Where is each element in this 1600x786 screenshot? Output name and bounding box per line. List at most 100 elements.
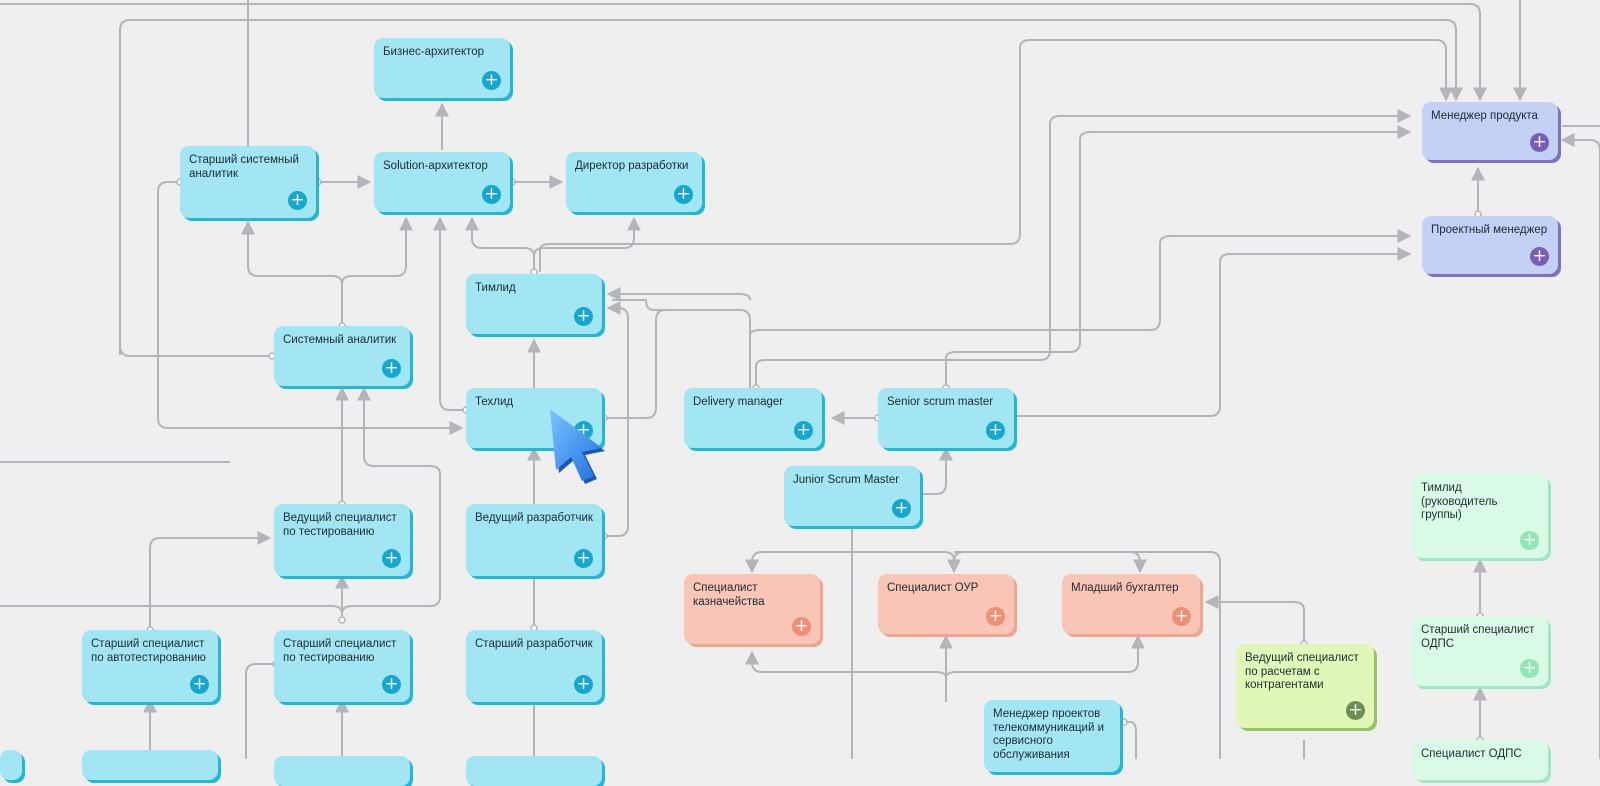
plus-icon[interactable]: + — [574, 549, 593, 568]
node-delivery-manager[interactable]: Delivery manager + — [684, 388, 822, 448]
edge — [954, 551, 1147, 574]
edge — [1204, 595, 1305, 644]
plus-icon[interactable]: + — [482, 71, 501, 90]
node-label: Senior scrum master — [887, 396, 994, 408]
plus-icon[interactable]: + — [792, 617, 811, 636]
edge — [245, 663, 276, 759]
node-label: Младший бухгалтер — [1071, 582, 1179, 594]
edge — [745, 551, 955, 574]
edge — [755, 109, 1412, 388]
node-senior-odps-specialist[interactable]: Старший специалист ОДПС + — [1412, 616, 1548, 686]
node-product-manager[interactable]: Менеджер продукта + — [1422, 102, 1558, 160]
edge — [341, 386, 441, 620]
node-label: Solution-архитектор — [383, 160, 488, 172]
plus-icon[interactable]: + — [190, 675, 209, 694]
plus-icon[interactable]: + — [382, 675, 401, 694]
node-label: Специалист ОДПС — [1421, 748, 1522, 760]
node-label: Junior Scrum Master — [793, 474, 900, 486]
node-label: Delivery manager — [693, 396, 784, 408]
node-lead-developer[interactable]: Ведущий разработчик + — [466, 504, 602, 576]
plus-icon[interactable]: + — [794, 421, 813, 440]
node-label: Тимлид (руководитель группы) — [1421, 482, 1498, 521]
plus-icon[interactable]: + — [1520, 659, 1539, 678]
node-label: Проектный менеджер — [1431, 224, 1548, 236]
node-label: Старший специалист по тестированию — [283, 638, 397, 664]
edge — [749, 229, 1412, 392]
edge — [745, 650, 947, 679]
edge — [341, 216, 413, 285]
plus-icon[interactable]: + — [986, 607, 1005, 626]
node-oup-specialist[interactable]: Специалист ОУР + — [878, 574, 1014, 634]
node-label: Ведущий разработчик — [475, 512, 593, 524]
edge — [945, 634, 1145, 679]
edge — [945, 125, 1412, 388]
node-system-analyst[interactable]: Системный аналитик + — [274, 326, 410, 386]
node-senior-test-specialist[interactable]: Старший специалист по тестированию + — [274, 630, 410, 702]
edge — [465, 216, 535, 272]
node-partial[interactable] — [466, 756, 602, 786]
edge — [157, 181, 464, 435]
node-label: Старший специалист ОДПС — [1421, 624, 1535, 650]
node-label: Старший разработчик — [475, 638, 593, 650]
edge — [533, 216, 641, 257]
edge — [149, 531, 272, 630]
plus-icon[interactable]: + — [574, 675, 593, 694]
plus-icon[interactable]: + — [382, 549, 401, 568]
node-label: Старший системный аналитик — [189, 154, 299, 180]
node-teamlead-group[interactable]: Тимлид (руководитель группы) + — [1412, 474, 1548, 558]
plus-icon[interactable]: + — [574, 307, 593, 326]
plus-icon[interactable]: + — [674, 185, 693, 204]
plus-icon[interactable]: + — [1530, 133, 1549, 152]
node-treasury-specialist[interactable]: Специалист казначейства + — [684, 574, 820, 644]
plus-icon[interactable]: + — [382, 359, 401, 378]
node-label: Специалист ОУР — [887, 582, 979, 594]
node-partial[interactable] — [82, 750, 218, 780]
edge — [1124, 721, 1137, 759]
plus-icon[interactable]: + — [1346, 701, 1365, 720]
node-partial[interactable] — [274, 756, 410, 786]
node-dev-director[interactable]: Директор разработки + — [566, 152, 702, 212]
cursor-arrow-icon — [550, 409, 605, 484]
edge — [119, 345, 272, 357]
plus-icon[interactable]: + — [986, 421, 1005, 440]
node-senior-system-analyst[interactable]: Старший системный аналитик + — [180, 146, 316, 218]
plus-icon[interactable]: + — [1172, 607, 1191, 626]
node-label: Бизнес-архитектор — [383, 46, 485, 58]
node-label: Ведущий специалист по тестированию — [283, 512, 397, 538]
node-label: Специалист казначейства — [693, 582, 765, 608]
node-senior-scrum-master[interactable]: Senior scrum master + — [878, 388, 1014, 448]
edge — [1010, 247, 1412, 417]
node-partial[interactable] — [0, 750, 22, 780]
node-label: Техлид — [475, 396, 514, 408]
edge — [916, 446, 953, 495]
plus-icon[interactable]: + — [288, 191, 307, 210]
edge — [1560, 133, 1600, 759]
node-senior-autotest-specialist[interactable]: Старший специалист по автотестированию + — [82, 630, 218, 702]
plus-icon[interactable]: + — [1530, 247, 1549, 266]
edge — [604, 309, 751, 419]
node-junior-accountant[interactable]: Младший бухгалтер + — [1062, 574, 1200, 634]
node-label: Менеджер продукта — [1431, 110, 1538, 122]
node-project-manager[interactable]: Проектный менеджер + — [1422, 216, 1558, 274]
node-lead-settlements-specialist[interactable]: Ведущий специалист по расчетам с контраг… — [1236, 644, 1374, 728]
plus-icon[interactable]: + — [892, 499, 911, 518]
node-junior-scrum-master[interactable]: Junior Scrum Master + — [784, 466, 920, 526]
node-odps-specialist[interactable]: Специалист ОДПС — [1412, 740, 1548, 780]
edge — [539, 39, 1453, 272]
node-label: Ведущий специалист по расчетам с контраг… — [1245, 652, 1359, 691]
edge — [604, 301, 629, 537]
node-biz-architect[interactable]: Бизнес-архитектор + — [374, 38, 510, 98]
plus-icon[interactable]: + — [482, 185, 501, 204]
node-label: Тимлид — [475, 282, 516, 294]
connector-lines — [0, 0, 1600, 759]
node-telecom-project-manager[interactable]: Менеджер проектов телекоммуникаций и сер… — [984, 700, 1120, 772]
node-teamlead[interactable]: Тимлид + — [466, 274, 602, 334]
node-senior-developer[interactable]: Старший разработчик + — [466, 630, 602, 702]
node-lead-test-specialist[interactable]: Ведущий специалист по тестированию + — [274, 504, 410, 576]
node-label: Директор разработки — [575, 160, 689, 172]
plus-icon[interactable]: + — [1520, 531, 1539, 550]
node-label: Менеджер проектов телекоммуникаций и сер… — [993, 708, 1105, 761]
node-label: Системный аналитик — [283, 334, 397, 346]
edge — [612, 299, 666, 311]
node-solution-architect[interactable]: Solution-архитектор + — [374, 152, 510, 212]
